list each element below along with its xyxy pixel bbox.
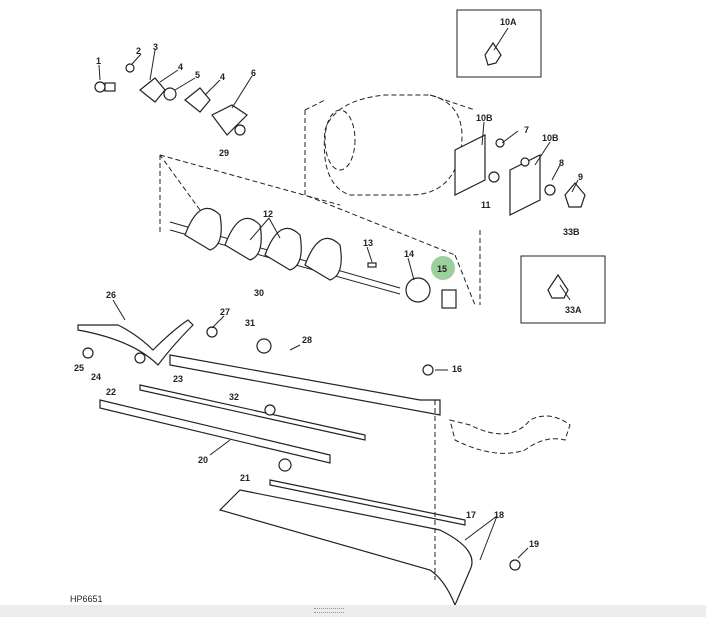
- callout-27[interactable]: 27: [220, 307, 230, 317]
- callout-29[interactable]: 29: [219, 148, 229, 158]
- callout-4b[interactable]: 4: [220, 72, 225, 82]
- part-10a: [484, 41, 502, 66]
- lower-frame: [77, 319, 571, 605]
- figure-code: HP6651: [70, 594, 103, 604]
- callout-15[interactable]: 15: [437, 264, 447, 274]
- callout-1[interactable]: 1: [96, 56, 101, 66]
- callout-5[interactable]: 5: [195, 70, 200, 80]
- callout-23[interactable]: 23: [173, 374, 183, 384]
- hardware-top-left: [94, 63, 248, 136]
- callout-31[interactable]: 31: [245, 318, 255, 328]
- callout-33a[interactable]: 33A: [565, 305, 582, 315]
- part-14-sprocket: [405, 277, 431, 303]
- callout-25[interactable]: 25: [74, 363, 84, 373]
- callout-11[interactable]: 11: [481, 200, 491, 210]
- callout-4[interactable]: 4: [178, 62, 183, 72]
- callout-2[interactable]: 2: [136, 46, 141, 56]
- callout-22[interactable]: 22: [106, 387, 116, 397]
- callout-10a[interactable]: 10A: [500, 17, 517, 27]
- inset-box-10a: [456, 9, 542, 78]
- callouts: 1 2 3 4 5 4 6 29 10A 10B 7 10B 8 9 11 33…: [74, 17, 583, 549]
- callout-18[interactable]: 18: [494, 510, 504, 520]
- callout-3[interactable]: 3: [153, 42, 158, 52]
- callout-21[interactable]: 21: [240, 473, 250, 483]
- callout-28[interactable]: 28: [302, 335, 312, 345]
- auger-assembly: [169, 207, 457, 309]
- callout-32[interactable]: 32: [229, 392, 239, 402]
- callout-16[interactable]: 16: [452, 364, 462, 374]
- part-10b-right: [509, 154, 541, 216]
- part-15-bushing: [441, 289, 457, 309]
- callout-9[interactable]: 9: [578, 172, 583, 182]
- callout-14[interactable]: 14: [404, 249, 414, 259]
- callout-19[interactable]: 19: [529, 539, 539, 549]
- callout-13[interactable]: 13: [363, 238, 373, 248]
- resize-handle[interactable]: [314, 608, 344, 613]
- callout-30[interactable]: 30: [254, 288, 264, 298]
- callout-8[interactable]: 8: [559, 158, 564, 168]
- callout-26[interactable]: 26: [106, 290, 116, 300]
- part-33b: [564, 182, 586, 208]
- part-10b-left: [454, 134, 486, 196]
- bottom-panel-bar: [0, 605, 706, 617]
- callout-6[interactable]: 6: [251, 68, 256, 78]
- callout-20[interactable]: 20: [198, 455, 208, 465]
- part-33a: [547, 273, 569, 299]
- leader-lines: [98, 49, 579, 561]
- callout-10b-2[interactable]: 10B: [542, 133, 559, 143]
- callout-24[interactable]: 24: [91, 372, 101, 382]
- callout-7[interactable]: 7: [524, 125, 529, 135]
- callout-highlight: [431, 256, 455, 280]
- callout-10b[interactable]: 10B: [476, 113, 493, 123]
- callout-33b[interactable]: 33B: [563, 227, 580, 237]
- inset-box-33a: [520, 255, 606, 324]
- callout-12[interactable]: 12: [263, 209, 273, 219]
- callout-17[interactable]: 17: [466, 510, 476, 520]
